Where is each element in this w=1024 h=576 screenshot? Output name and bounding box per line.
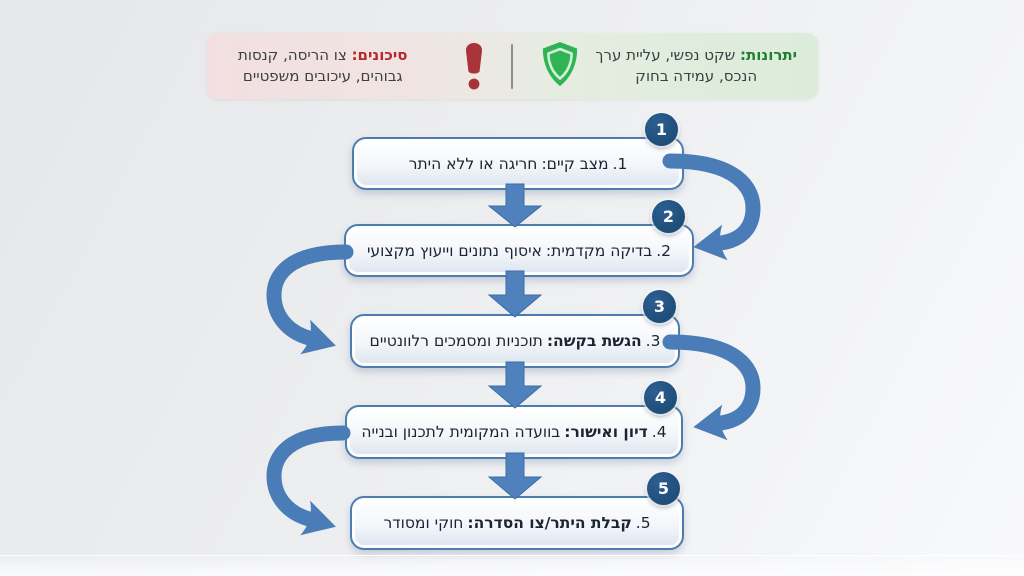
step-2-box: 2. בדיקה מקדמית: איסוף נתונים וייעוץ מקצ…: [344, 224, 694, 277]
step-2-badge: 2: [652, 200, 685, 233]
step-1-label: מצב קיים:: [541, 154, 609, 173]
step-3-label: הגשת בקשה:: [546, 332, 642, 350]
risks-body: צו הריסה, קנסות גבוהים, עיכובים משפטיים: [238, 46, 403, 85]
curve-arrow-4-5: [266, 425, 351, 536]
step-5-number: 5.: [635, 514, 651, 532]
down-arrow-3-4: [487, 361, 543, 409]
exclamation-icon: [465, 43, 482, 90]
curve-arrow-1-2: [662, 153, 761, 261]
benefits-label: יתרונות:: [740, 46, 798, 64]
step-5-badge: 5: [647, 472, 680, 505]
step-5-text: חוקי ומסודר: [383, 514, 464, 532]
step-4-badge-number: 4: [654, 388, 667, 407]
benefits-body: שקט נפשי, עליית ערך הנכס, עמידה בחוק: [595, 46, 758, 85]
down-arrow-2-3: [487, 270, 543, 318]
risks-text: סיכונים: צו הריסה, קנסות גבוהים, עיכובים…: [215, 45, 431, 87]
step-1-number: 1.: [612, 154, 628, 173]
step-3-badge: 3: [643, 290, 676, 323]
step-4-label: דיון ואישור:: [564, 423, 648, 441]
bottom-highlight-strip: [0, 555, 1024, 576]
banner-icons: [461, 40, 583, 92]
step-2-badge-number: 2: [662, 207, 675, 226]
down-arrow-4-5: [487, 452, 543, 500]
step-5-label: קבלת היתר/צו הסדרה:: [467, 514, 632, 532]
step-1-text: חריגה או ללא היתר: [408, 154, 538, 173]
step-2-text: איסוף נתונים וייעוץ מקצועי: [366, 241, 542, 260]
curve-arrow-2-3: [266, 244, 354, 355]
step-4-badge: 4: [644, 381, 677, 414]
step-3-badge-number: 3: [653, 297, 666, 316]
step-2-label: בדיקה מקדמית:: [545, 241, 653, 260]
step-3-text: תוכניות ומסמכים רלוונטיים: [369, 332, 543, 350]
step-2-number: 2.: [656, 241, 672, 260]
risks-label: סיכונים:: [351, 46, 408, 64]
step-5-badge-number: 5: [657, 479, 670, 498]
step-3-number: 3.: [645, 332, 661, 350]
banner-divider: [510, 43, 513, 89]
down-arrow-1-2: [487, 183, 543, 228]
step-1-badge: 1: [645, 113, 678, 146]
step-1-badge-number: 1: [655, 120, 668, 139]
step-5-box: 5. קבלת היתר/צו הסדרה: חוקי ומסודר: [350, 496, 684, 550]
curve-arrow-3-4: [662, 334, 761, 441]
pros-cons-banner: סיכונים: צו הריסה, קנסות גבוהים, עיכובים…: [207, 33, 818, 99]
step-4-text: בוועדה המקומית לתכנון ובנייה: [361, 423, 561, 441]
shield-icon: [542, 42, 577, 86]
step-4-number: 4.: [651, 423, 667, 441]
benefits-text: יתרונות: שקט נפשי, עליית ערך הנכס, עמידה…: [589, 45, 805, 87]
